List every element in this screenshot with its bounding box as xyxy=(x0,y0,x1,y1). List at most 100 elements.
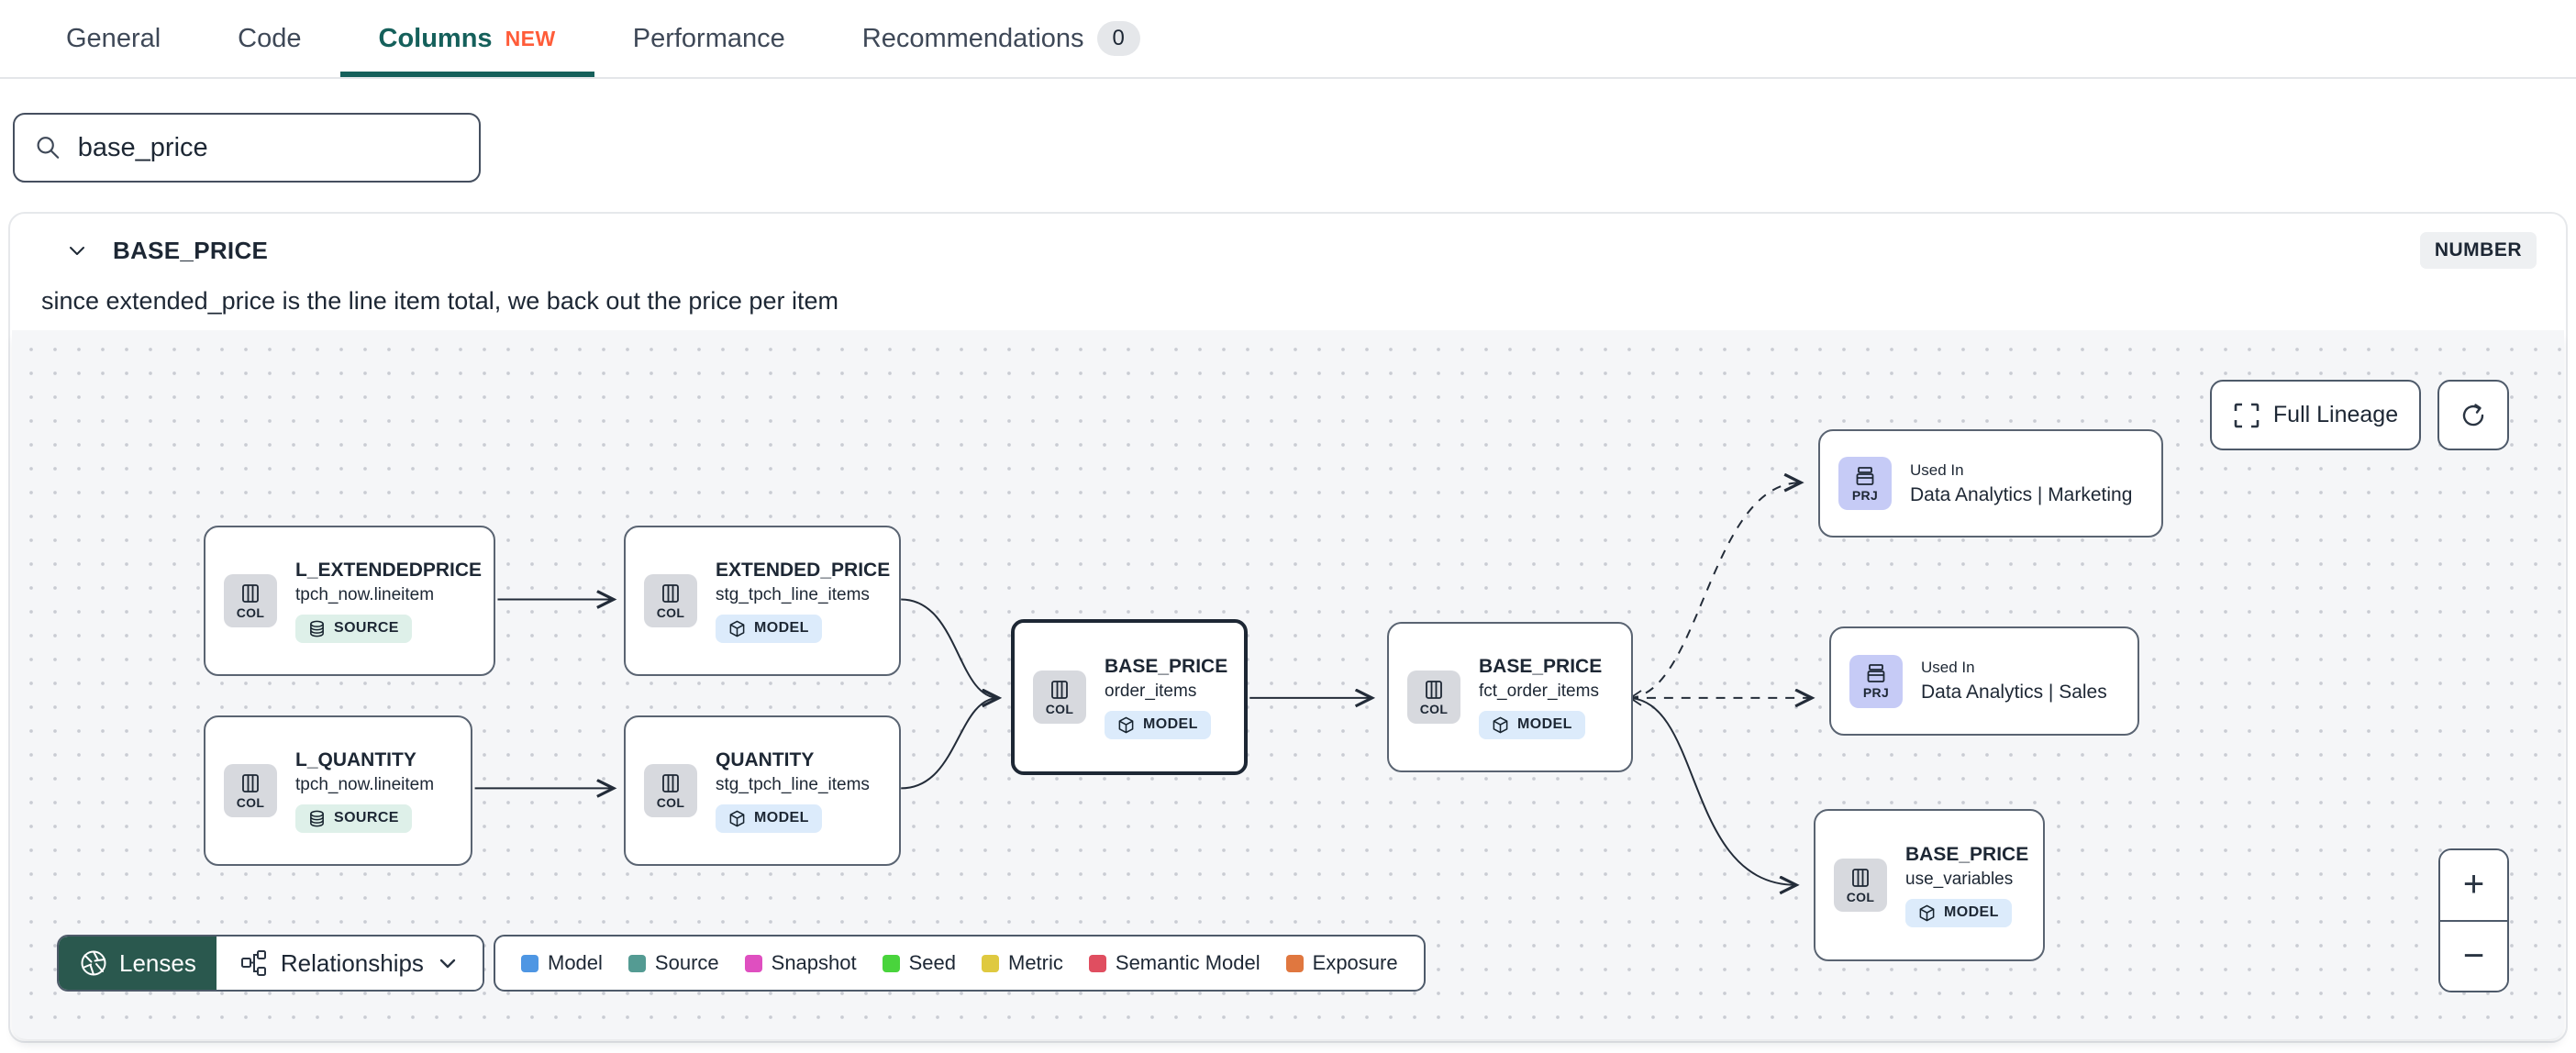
node-body: BASE_PRICE order_items MODEL xyxy=(1105,656,1227,739)
tab-label: Columns xyxy=(378,23,493,53)
lineage-node-base-price-order-items[interactable]: COL BASE_PRICE order_items MODEL xyxy=(1011,619,1248,775)
resource-badge-source: SOURCE xyxy=(295,614,412,643)
legend-swatch xyxy=(982,954,999,972)
lineage-node-extended-price[interactable]: COL EXTENDED_PRICE stg_tpch_line_items M… xyxy=(624,526,901,676)
archive-icon xyxy=(1856,466,1874,485)
lenses-button[interactable]: Lenses xyxy=(59,937,217,990)
node-body: Used In Data Analytics | Sales xyxy=(1921,659,2107,704)
lenses-label: Lenses xyxy=(119,948,196,977)
legend-label: Model xyxy=(548,951,603,974)
relationships-dropdown[interactable]: Relationships xyxy=(216,937,483,990)
tab-recommendations[interactable]: Recommendations 0 xyxy=(824,0,1179,77)
badge-label: SOURCE xyxy=(334,620,399,636)
columns-icon xyxy=(662,583,679,603)
node-title: Data Analytics | Sales xyxy=(1921,682,2107,703)
tab-label: Performance xyxy=(632,23,785,53)
legend-label: Snapshot xyxy=(771,951,857,974)
relationships-label: Relationships xyxy=(280,948,424,977)
columns-icon xyxy=(1051,680,1068,699)
node-subtitle: fct_order_items xyxy=(1479,681,1599,701)
chip-label: COL xyxy=(656,604,685,620)
column-chip: COL xyxy=(224,764,277,817)
legend-swatch xyxy=(627,954,646,972)
columns-icon xyxy=(242,583,259,603)
edge-extendedprice-baseprice xyxy=(901,598,998,697)
cube-icon xyxy=(1493,716,1508,733)
columns-icon xyxy=(1426,680,1442,699)
refresh-button[interactable] xyxy=(2437,380,2509,450)
tab-code[interactable]: Code xyxy=(199,0,339,77)
recommendations-count-badge: 0 xyxy=(1096,21,1140,56)
cube-icon xyxy=(729,810,745,826)
node-eyebrow: Used In xyxy=(1910,460,1964,479)
chip-label: COL xyxy=(1846,889,1875,904)
column-chip: COL xyxy=(644,764,697,817)
node-subtitle: tpch_now.lineitem xyxy=(295,774,435,794)
zoom-controls: + − xyxy=(2438,848,2509,992)
node-title: BASE_PRICE xyxy=(1479,655,1603,677)
archive-icon xyxy=(1867,664,1885,682)
tab-label: Recommendations xyxy=(861,23,1084,53)
badge-label: MODEL xyxy=(1517,716,1572,732)
column-search[interactable] xyxy=(13,113,481,183)
search-input[interactable] xyxy=(77,132,459,163)
lineage-canvas[interactable]: COL L_EXTENDEDPRICE tpch_now.lineitem SO… xyxy=(12,330,2564,1039)
tab-general[interactable]: General xyxy=(28,0,199,77)
zoom-in-button[interactable]: + xyxy=(2440,850,2507,922)
legend-label: Semantic Model xyxy=(1115,951,1260,974)
resource-badge-model: MODEL xyxy=(716,614,822,643)
lineage-node-used-in-marketing[interactable]: PRJ Used In Data Analytics | Marketing xyxy=(1818,429,2163,538)
chip-label: COL xyxy=(656,794,685,810)
node-body: BASE_PRICE fct_order_items MODEL xyxy=(1479,656,1602,739)
node-title: BASE_PRICE xyxy=(1105,655,1228,677)
columns-icon xyxy=(242,773,259,793)
lineage-node-l-quantity[interactable]: COL L_QUANTITY tpch_now.lineitem SOURCE xyxy=(204,715,472,866)
edge-quantity-baseprice xyxy=(901,696,999,790)
column-chip: COL xyxy=(224,574,277,627)
search-icon xyxy=(37,137,60,159)
cube-icon xyxy=(1118,716,1134,733)
node-body: BASE_PRICE use_variables MODEL xyxy=(1905,844,2028,927)
column-chip: COL xyxy=(1033,671,1086,724)
column-description: since extended_price is the line item to… xyxy=(41,287,838,315)
resource-legend: Model Source Snapshot Seed Metric xyxy=(494,935,1426,992)
expand-icon xyxy=(2234,403,2260,427)
legend-swatch xyxy=(521,954,539,972)
resource-badge-model: MODEL xyxy=(716,804,822,833)
chip-label: COL xyxy=(1045,701,1074,716)
lineage-node-used-in-sales[interactable]: PRJ Used In Data Analytics | Sales xyxy=(1829,626,2139,736)
lineage-node-quantity[interactable]: COL QUANTITY stg_tpch_line_items MODEL xyxy=(624,715,901,866)
full-lineage-button[interactable]: Full Lineage xyxy=(2210,380,2421,450)
legend-item-exposure: Exposure xyxy=(1285,951,1398,975)
node-subtitle: use_variables xyxy=(1905,869,2014,889)
column-chip: COL xyxy=(644,574,697,627)
full-lineage-label: Full Lineage xyxy=(2272,402,2399,427)
zoom-out-button[interactable]: − xyxy=(2440,921,2507,991)
tab-label: Code xyxy=(238,23,302,53)
chip-label: PRJ xyxy=(1851,487,1879,503)
relationships-icon xyxy=(240,950,266,976)
legend-item-semantic-model: Semantic Model xyxy=(1088,951,1260,975)
resource-badge-source: SOURCE xyxy=(295,804,412,833)
tab-bar: General Code Columns NEW Performance Rec… xyxy=(0,0,2576,79)
lineage-node-base-price-use-variables[interactable]: COL BASE_PRICE use_variables MODEL xyxy=(1814,809,2045,961)
legend-swatch xyxy=(882,954,900,972)
lineage-edges xyxy=(474,330,2564,1039)
column-panel-header: BASE_PRICE NUMBER xyxy=(10,214,2566,287)
lineage-node-base-price-fct-order-items[interactable]: COL BASE_PRICE fct_order_items MODEL xyxy=(1387,622,1633,772)
badge-label: MODEL xyxy=(1944,904,1999,920)
legend-item-model: Model xyxy=(521,951,603,975)
column-chip: COL xyxy=(1834,859,1887,912)
tab-performance[interactable]: Performance xyxy=(594,0,824,77)
badge-label: MODEL xyxy=(754,810,809,826)
tab-columns[interactable]: Columns NEW xyxy=(340,0,594,77)
node-body: L_QUANTITY tpch_now.lineitem SOURCE xyxy=(295,749,434,833)
node-title: BASE_PRICE xyxy=(1905,843,2029,865)
node-subtitle: order_items xyxy=(1105,681,1197,701)
lineage-node-l-extendedprice[interactable]: COL L_EXTENDEDPRICE tpch_now.lineitem SO… xyxy=(204,526,495,676)
tab-label: General xyxy=(66,23,161,53)
cube-icon xyxy=(1919,904,1935,921)
chevron-down-icon[interactable] xyxy=(65,238,89,262)
cube-icon xyxy=(729,620,745,637)
